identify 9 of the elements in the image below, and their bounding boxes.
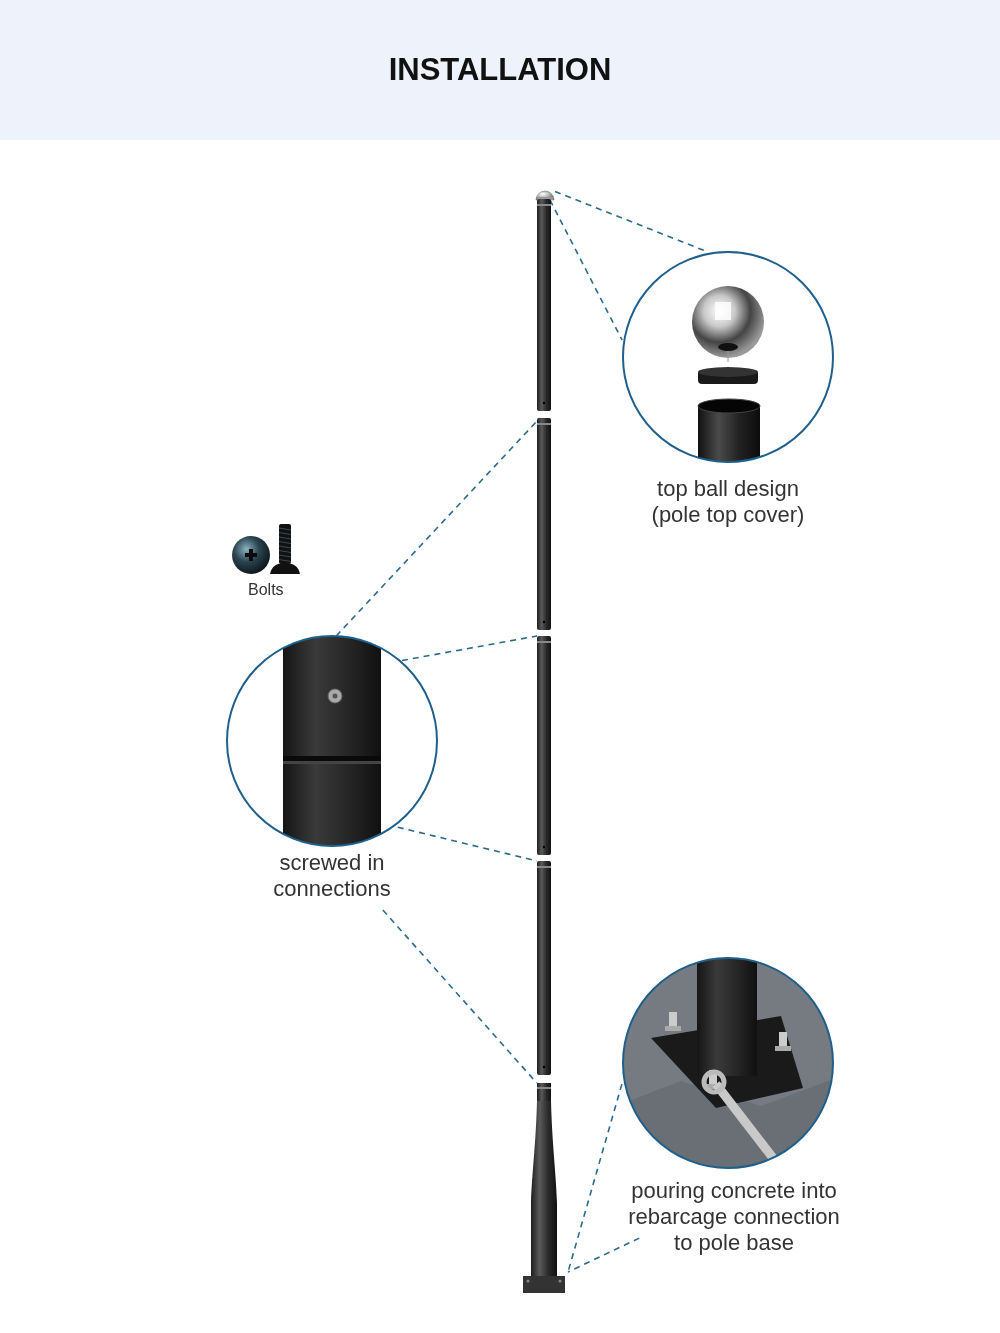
leader-line xyxy=(401,635,538,662)
leader-line xyxy=(567,1083,623,1273)
callout-caption: pouring concrete into rebarcage connection to pole base xyxy=(627,1178,841,1256)
diagram-title: INSTALLATION xyxy=(387,52,613,88)
part-label: Bolts xyxy=(248,581,284,599)
callout-caption: top ball design (pole top cover) xyxy=(650,476,806,528)
leader-line xyxy=(549,199,623,342)
leader-line xyxy=(567,1237,641,1273)
callout-caption: screwed in connections xyxy=(272,850,392,902)
